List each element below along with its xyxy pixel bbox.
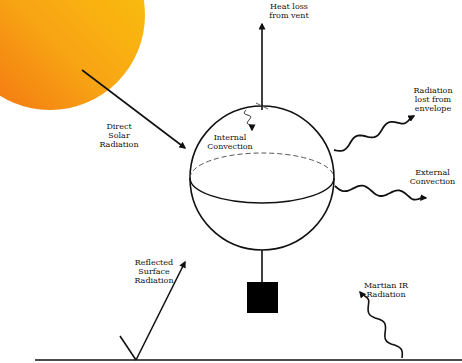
ground	[35, 359, 462, 361]
equator-front	[190, 178, 334, 203]
external-convection-arrow	[335, 186, 426, 200]
vent-arrow	[261, 24, 263, 110]
gondola	[247, 282, 278, 313]
reflected-label: Reflected Surface Radiation	[130, 258, 178, 285]
tether	[261, 250, 263, 282]
solar-label: Direct Solar Radiation	[96, 122, 142, 149]
equator-back	[190, 153, 334, 178]
envelope-radiation-arrow	[334, 116, 414, 151]
external-convection-label: External Convection	[406, 168, 459, 186]
envelope-radiation-label: Radiation lost from envelope	[407, 86, 459, 113]
solar-arrow	[82, 70, 185, 148]
vent-label: Heat loss from vent	[266, 2, 312, 20]
balloon-envelope	[190, 106, 334, 250]
sun	[0, 0, 145, 110]
martian-ir-arrow	[360, 292, 402, 358]
internal-convection-label: Internal Convection	[203, 133, 257, 151]
internal-convection-arrow	[244, 110, 253, 130]
martian-ir-label: Martian IR Radiation	[358, 281, 414, 299]
incoming-ray	[120, 336, 136, 360]
